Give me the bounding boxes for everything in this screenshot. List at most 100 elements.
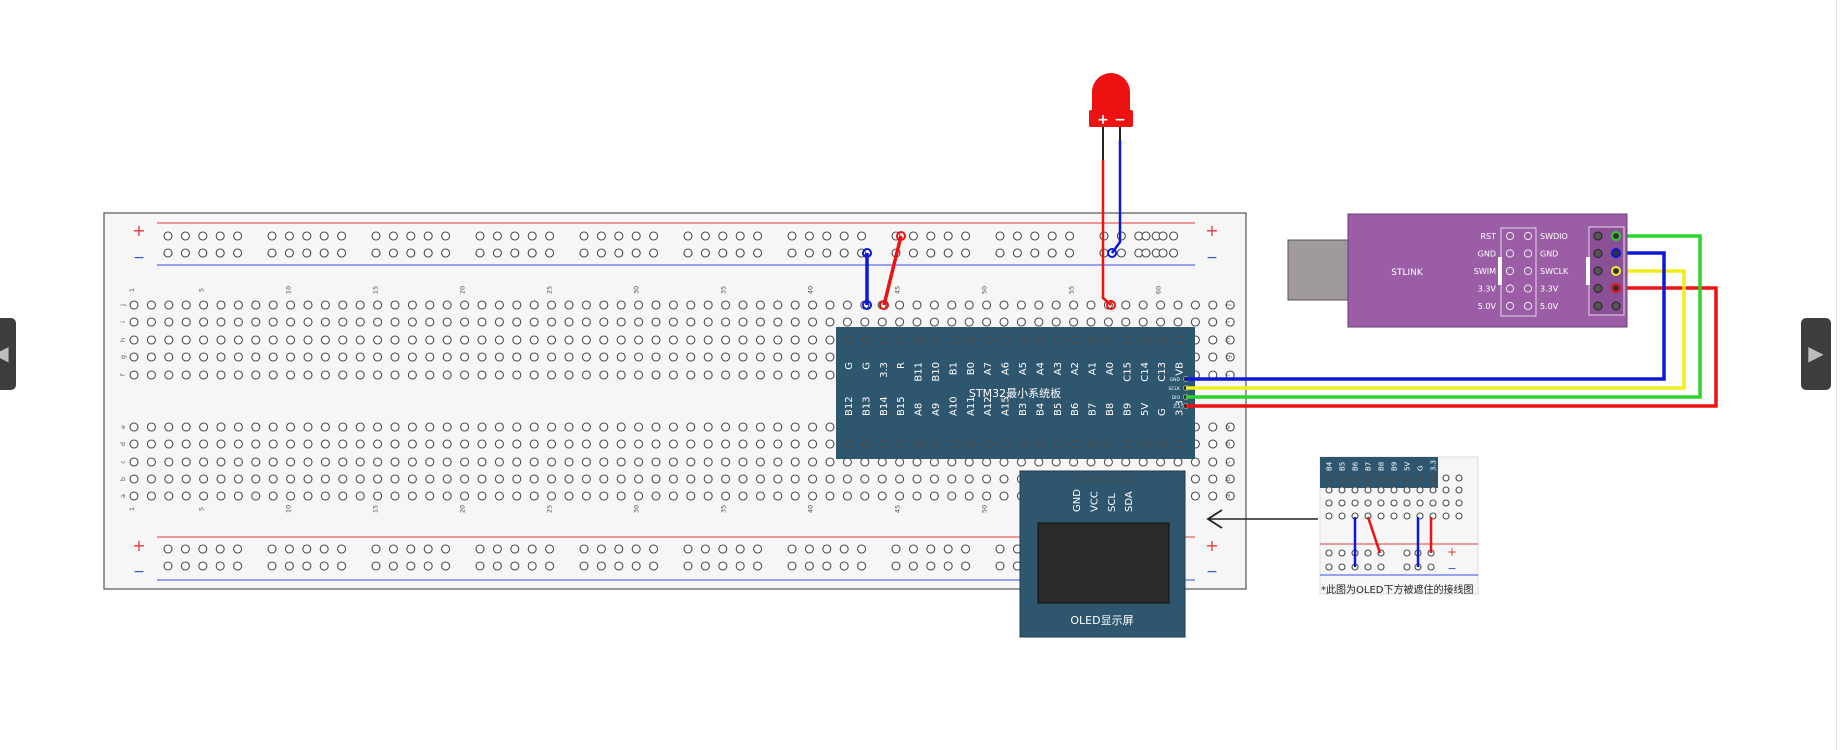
stlink-right-label: GND — [1540, 250, 1558, 259]
inset-rail-hole — [1325, 563, 1333, 571]
rail-hole — [441, 544, 451, 554]
rail-hole — [233, 544, 243, 554]
breadboard-hole — [912, 491, 922, 501]
breadboard-hole — [738, 474, 748, 484]
breadboard-hole — [982, 491, 992, 501]
rail-hole — [1116, 231, 1126, 241]
inset-hole — [1429, 474, 1437, 482]
rail-hole — [995, 231, 1005, 241]
rail-hole — [233, 248, 243, 258]
breadboard-hole — [895, 474, 905, 484]
breadboard-hole — [1051, 457, 1061, 467]
breadboard-hole — [703, 474, 713, 484]
row-letter: a — [1224, 494, 1232, 498]
rail-hole — [804, 561, 814, 571]
column-number: 55 — [1068, 286, 1076, 294]
breadboard-hole — [164, 491, 174, 501]
breadboard-hole — [338, 317, 348, 327]
column-number: 10 — [285, 505, 293, 513]
breadboard-hole — [181, 422, 191, 432]
breadboard-hole — [529, 335, 539, 345]
breadboard-hole — [790, 352, 800, 362]
breadboard-hole — [755, 422, 765, 432]
page-divider — [1836, 0, 1837, 750]
breadboard-hole — [494, 370, 504, 380]
inset-hole — [1325, 486, 1333, 494]
prev-slide-button[interactable]: ◀ — [0, 318, 16, 390]
rail-hole — [475, 231, 485, 241]
inset-wires — [1353, 516, 1433, 567]
rail-hole — [908, 248, 918, 258]
inset-hole — [1416, 474, 1424, 482]
breadboard-hole — [407, 457, 417, 467]
stm32-pin — [1070, 439, 1080, 449]
breadboard-hole — [999, 317, 1009, 327]
breadboard-hole — [251, 457, 261, 467]
breadboard-hole — [286, 335, 296, 345]
breadboard-hole — [808, 317, 818, 327]
row-letter: a — [119, 494, 127, 498]
breadboard-hole — [825, 457, 835, 467]
breadboard-hole — [808, 335, 818, 345]
stm32-pin — [1000, 335, 1011, 345]
rail-hole — [857, 231, 867, 241]
stm32-bottom-pin-label: A11 — [966, 396, 977, 416]
breadboard-hole — [755, 335, 765, 345]
breadboard-hole — [825, 335, 835, 345]
breadboard-hole — [564, 439, 574, 449]
rail-hole — [822, 248, 832, 258]
breadboard-hole — [146, 439, 156, 449]
column-number: 15 — [372, 505, 380, 513]
breadboard-hole — [581, 335, 591, 345]
breadboard-hole — [686, 300, 696, 310]
breadboard-hole — [721, 335, 731, 345]
breadboard-hole — [425, 370, 435, 380]
rail-hole — [961, 544, 971, 554]
rail-hole — [579, 231, 589, 241]
breadboard-hole — [808, 491, 818, 501]
breadboard-hole — [251, 491, 261, 501]
rail-hole — [804, 248, 814, 258]
rail-hole — [926, 561, 936, 571]
rail-hole — [839, 561, 849, 571]
breadboard-hole — [686, 474, 696, 484]
breadboard-hole — [825, 422, 835, 432]
breadboard-hole — [825, 370, 835, 380]
breadboard-hole — [373, 335, 383, 345]
inset-hole — [1390, 499, 1398, 507]
breadboard-hole — [755, 317, 765, 327]
stlink-left-label: GND — [1478, 250, 1496, 259]
rail-hole — [753, 544, 763, 554]
breadboard-hole — [790, 474, 800, 484]
column-number: 30 — [633, 286, 641, 294]
rail-hole — [163, 561, 173, 571]
breadboard-hole — [825, 474, 835, 484]
inset-hole — [1416, 486, 1424, 494]
breadboard-hole — [199, 370, 209, 380]
breadboard-hole — [494, 300, 504, 310]
breadboard-hole — [842, 491, 852, 501]
stm32-bottom-pin-label: B15 — [896, 396, 907, 416]
breadboard-hole — [547, 300, 557, 310]
breadboard-hole — [947, 300, 957, 310]
breadboard-hole — [320, 439, 330, 449]
breadboard-hole — [790, 317, 800, 327]
next-slide-button[interactable]: ▶ — [1801, 318, 1831, 390]
breadboard-hole — [964, 317, 974, 327]
breadboard-hole — [407, 352, 417, 362]
breadboard-hole — [425, 491, 435, 501]
breadboard-hole — [129, 439, 139, 449]
stm32-pin — [1000, 439, 1011, 449]
stm32-top-pin-label: A0 — [1105, 362, 1116, 375]
stm32-bottom-pin-label: 5V — [1140, 403, 1151, 416]
stm32-pin — [861, 439, 872, 449]
breadboard-hole — [216, 491, 226, 501]
stm32-pin — [879, 335, 889, 345]
breadboard-hole — [320, 457, 330, 467]
rail-hole — [302, 561, 312, 571]
breadboard-hole — [651, 370, 661, 380]
breadboard-hole — [686, 422, 696, 432]
breadboard-hole — [303, 352, 313, 362]
breadboard-hole — [547, 335, 557, 345]
